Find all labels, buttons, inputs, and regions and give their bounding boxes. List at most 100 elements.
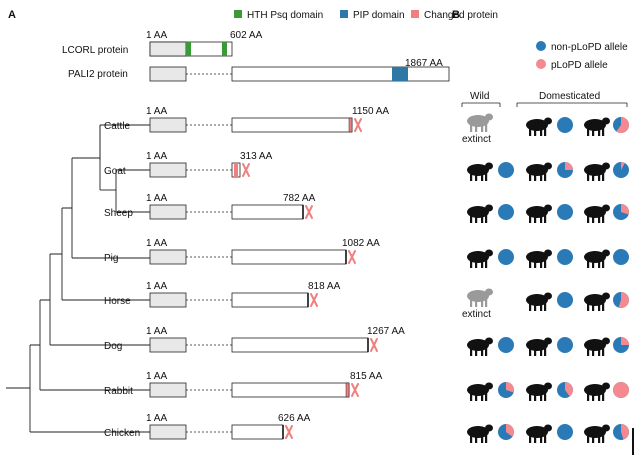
domesticated-bracket (516, 102, 628, 107)
protein-bar (231, 382, 350, 398)
lcorl-hth-domain-1 (186, 42, 191, 56)
legend-pip-swatch (340, 10, 348, 18)
legend-b: non-pLoPD allele pLoPD allele (536, 41, 628, 71)
start-box (149, 162, 187, 178)
pali2-main-bar (231, 66, 450, 82)
stop-cross-icon (348, 250, 356, 264)
lcorl-protein: 1 AA 602 AA LCORL protein (62, 30, 263, 57)
end-aa-label: 626 AA (278, 413, 311, 424)
start-aa-label: 1 AA (146, 326, 167, 337)
wild-allele-pie (498, 204, 514, 220)
start-box (149, 424, 187, 440)
wild-header: Wild (470, 91, 489, 102)
wild-bracket (461, 102, 501, 107)
extinct-label: extinct (462, 134, 491, 145)
stop-cross-icon (305, 205, 313, 219)
lcorl-hth-domain-2 (222, 42, 227, 56)
domesticated-2-allele-pie (613, 382, 629, 398)
ibex-icon (467, 162, 493, 181)
domesticated-2-allele-pie (613, 292, 629, 308)
start-aa-label: 1 AA (146, 106, 167, 117)
legend-hth-swatch (234, 10, 242, 18)
pali2-protein: PALI2 protein 1867 AA (68, 58, 450, 82)
protein-bar (231, 117, 353, 133)
mouflon-icon (467, 204, 493, 223)
wild-allele-pie (498, 382, 514, 398)
protein-bar (231, 249, 347, 265)
rabbit-icon (526, 382, 552, 401)
aurochs-icon (467, 113, 493, 132)
protein-bar (231, 292, 309, 308)
boar-icon (467, 249, 493, 268)
pig-icon (584, 249, 610, 268)
start-aa-label: 1 AA (146, 193, 167, 204)
start-aa-label: 1 AA (146, 151, 167, 162)
start-aa-label: 1 AA (146, 238, 167, 249)
start-box (149, 382, 187, 398)
species-name: Sheep (104, 208, 133, 219)
domesticated-2-allele-pie (613, 162, 629, 178)
legend-non-plopd-dot (536, 41, 546, 51)
protein-bar (231, 204, 304, 220)
rabbit-icon (584, 382, 610, 401)
tree-node-bovid (86, 125, 101, 190)
domesticated-1-allele-pie (557, 292, 573, 308)
legend-a: HTH Psq domain PIP domain Changed protei… (234, 10, 498, 21)
start-aa-label: 1 AA (146, 371, 167, 382)
start-aa-label: 1 AA (146, 413, 167, 424)
end-aa-label: 1150 AA (352, 106, 389, 117)
hen-icon (584, 424, 610, 443)
start-box (149, 204, 187, 220)
species-name: Dog (104, 341, 122, 352)
hen-icon (526, 424, 552, 443)
domesticated-2-allele-pie (613, 249, 629, 265)
extinct-label: extinct (462, 309, 491, 320)
panel-a-label: A (8, 9, 16, 21)
legend-changed-swatch (411, 10, 419, 18)
species-name: Rabbit (104, 386, 133, 397)
changed-region (348, 117, 353, 133)
changed-region (345, 382, 350, 398)
wild-allele-pie (498, 337, 514, 353)
end-aa-label: 313 AA (240, 151, 273, 162)
lcorl-start-label: 1 AA (146, 30, 167, 41)
sheep-icon (584, 204, 610, 223)
tree-branch-goat-sheep (115, 169, 150, 213)
legend-non-plopd-label: non-pLoPD allele (551, 42, 628, 53)
domesticated-2-allele-pie (613, 117, 629, 133)
end-aa-label: 815 AA (350, 371, 383, 382)
domesticated-1-allele-pie (557, 204, 573, 220)
legend-plopd-dot (536, 59, 546, 69)
pony-icon (526, 292, 552, 311)
lcorl-start-box (149, 41, 187, 57)
cow-icon (584, 117, 610, 136)
pali2-pip-domain (392, 67, 408, 81)
goat-icon (584, 162, 610, 181)
start-box (149, 249, 187, 265)
legend-hth-label: HTH Psq domain (247, 10, 323, 21)
end-aa-label: 818 AA (308, 281, 341, 292)
species-name: Horse (104, 296, 131, 307)
end-aa-label: 782 AA (283, 193, 316, 204)
panel-b-label: B (452, 9, 460, 21)
lcorl-end-label: 602 AA (230, 30, 263, 41)
wolf-icon (467, 337, 493, 356)
pali2-start-box (149, 66, 187, 82)
dog-icon (526, 337, 552, 356)
stop-cross-icon (242, 163, 250, 177)
start-box (149, 337, 187, 353)
domesticated-1-allele-pie (557, 117, 573, 133)
lcorl-protein-name: LCORL protein (62, 45, 128, 56)
pali2-end-label: 1867 AA (405, 58, 443, 69)
species-row-dog: Dog 1 AA 1267 AA (104, 326, 629, 356)
horse-icon (584, 292, 610, 311)
end-aa-label: 1267 AA (367, 326, 405, 337)
phylogenetic-tree (6, 124, 150, 433)
